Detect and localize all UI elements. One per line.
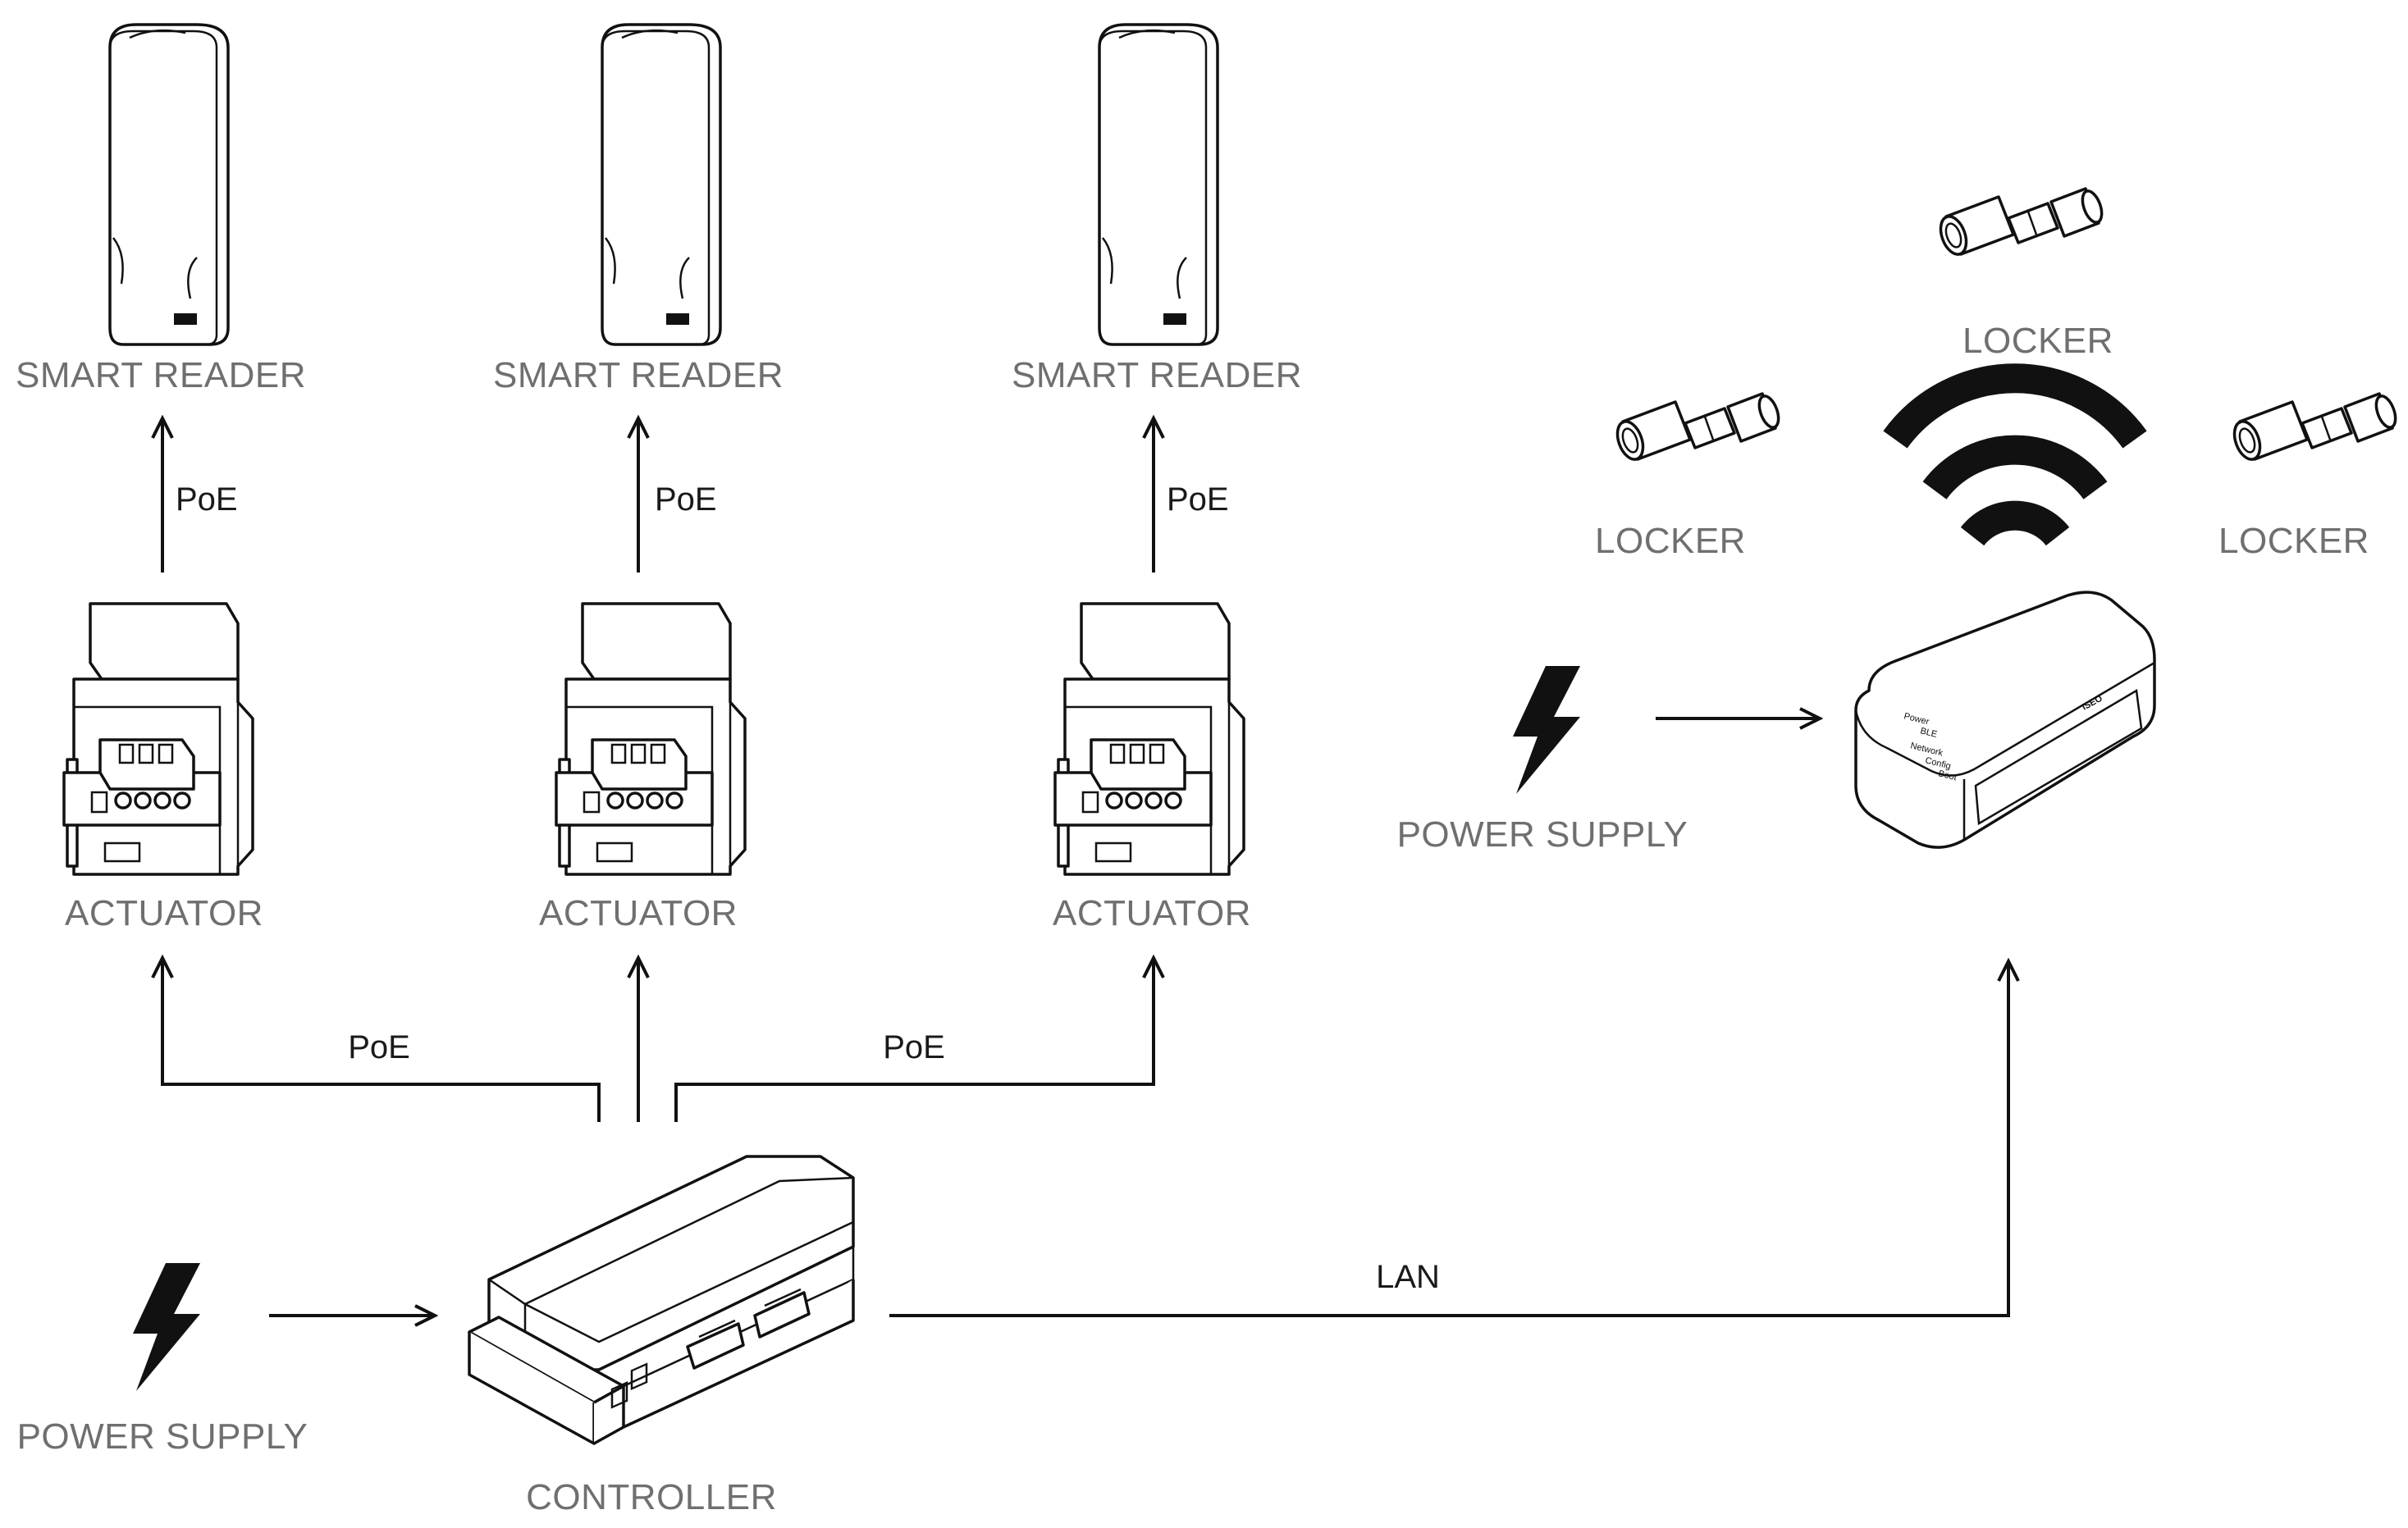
label-actuator-1: ACTUATOR [65,893,263,933]
label-locker-right: LOCKER [2218,521,2369,561]
label-actuator-3: ACTUATOR [1053,893,1251,933]
bolt-icon-left [133,1263,200,1391]
controller-device [468,1155,855,1445]
label-power-supply-right: POWER SUPPLY [1397,814,1688,855]
locker-right [2228,392,2401,465]
smart-reader-2 [601,23,722,346]
actuator-2 [555,602,747,876]
locker-left [1611,392,1784,465]
label-actuator-2: ACTUATOR [539,893,738,933]
label-controller: CONTROLLER [526,1477,777,1517]
bolt-icon-right [1513,666,1580,794]
label-smart-reader-3: SMART READER [1012,355,1302,395]
wire-lan-controller-to-gateway [889,963,2008,1317]
label-smart-reader-1: SMART READER [16,355,306,395]
gateway-hub: Power BLE Network Config Boot ISEO [1854,591,2156,849]
actuator-1 [62,602,254,876]
label-locker-left: LOCKER [1595,521,1746,561]
smart-reader-3 [1098,23,1219,346]
led-boot: Boot [1937,769,1958,782]
wire-poe-actuator-1 [162,960,601,1122]
label-poe-actuator-right: PoE [883,1029,945,1065]
led-ble: BLE [1919,726,1938,740]
label-power-supply-left: POWER SUPPLY [17,1416,308,1457]
label-poe-actuator-left: PoE [348,1029,410,1065]
label-poe-reader-1: PoE [176,481,238,518]
label-poe-reader-2: PoE [655,481,717,518]
label-lan: LAN [1376,1259,1440,1295]
smart-reader-1 [108,23,230,346]
wireless-signal-icon [1883,363,2147,546]
wire-poe-actuator-3 [674,960,1154,1122]
label-poe-reader-3: PoE [1167,481,1229,518]
actuator-3 [1053,602,1245,876]
locker-top [1934,187,2107,260]
label-locker-top: LOCKER [1962,321,2113,361]
label-smart-reader-2: SMART READER [493,355,784,395]
